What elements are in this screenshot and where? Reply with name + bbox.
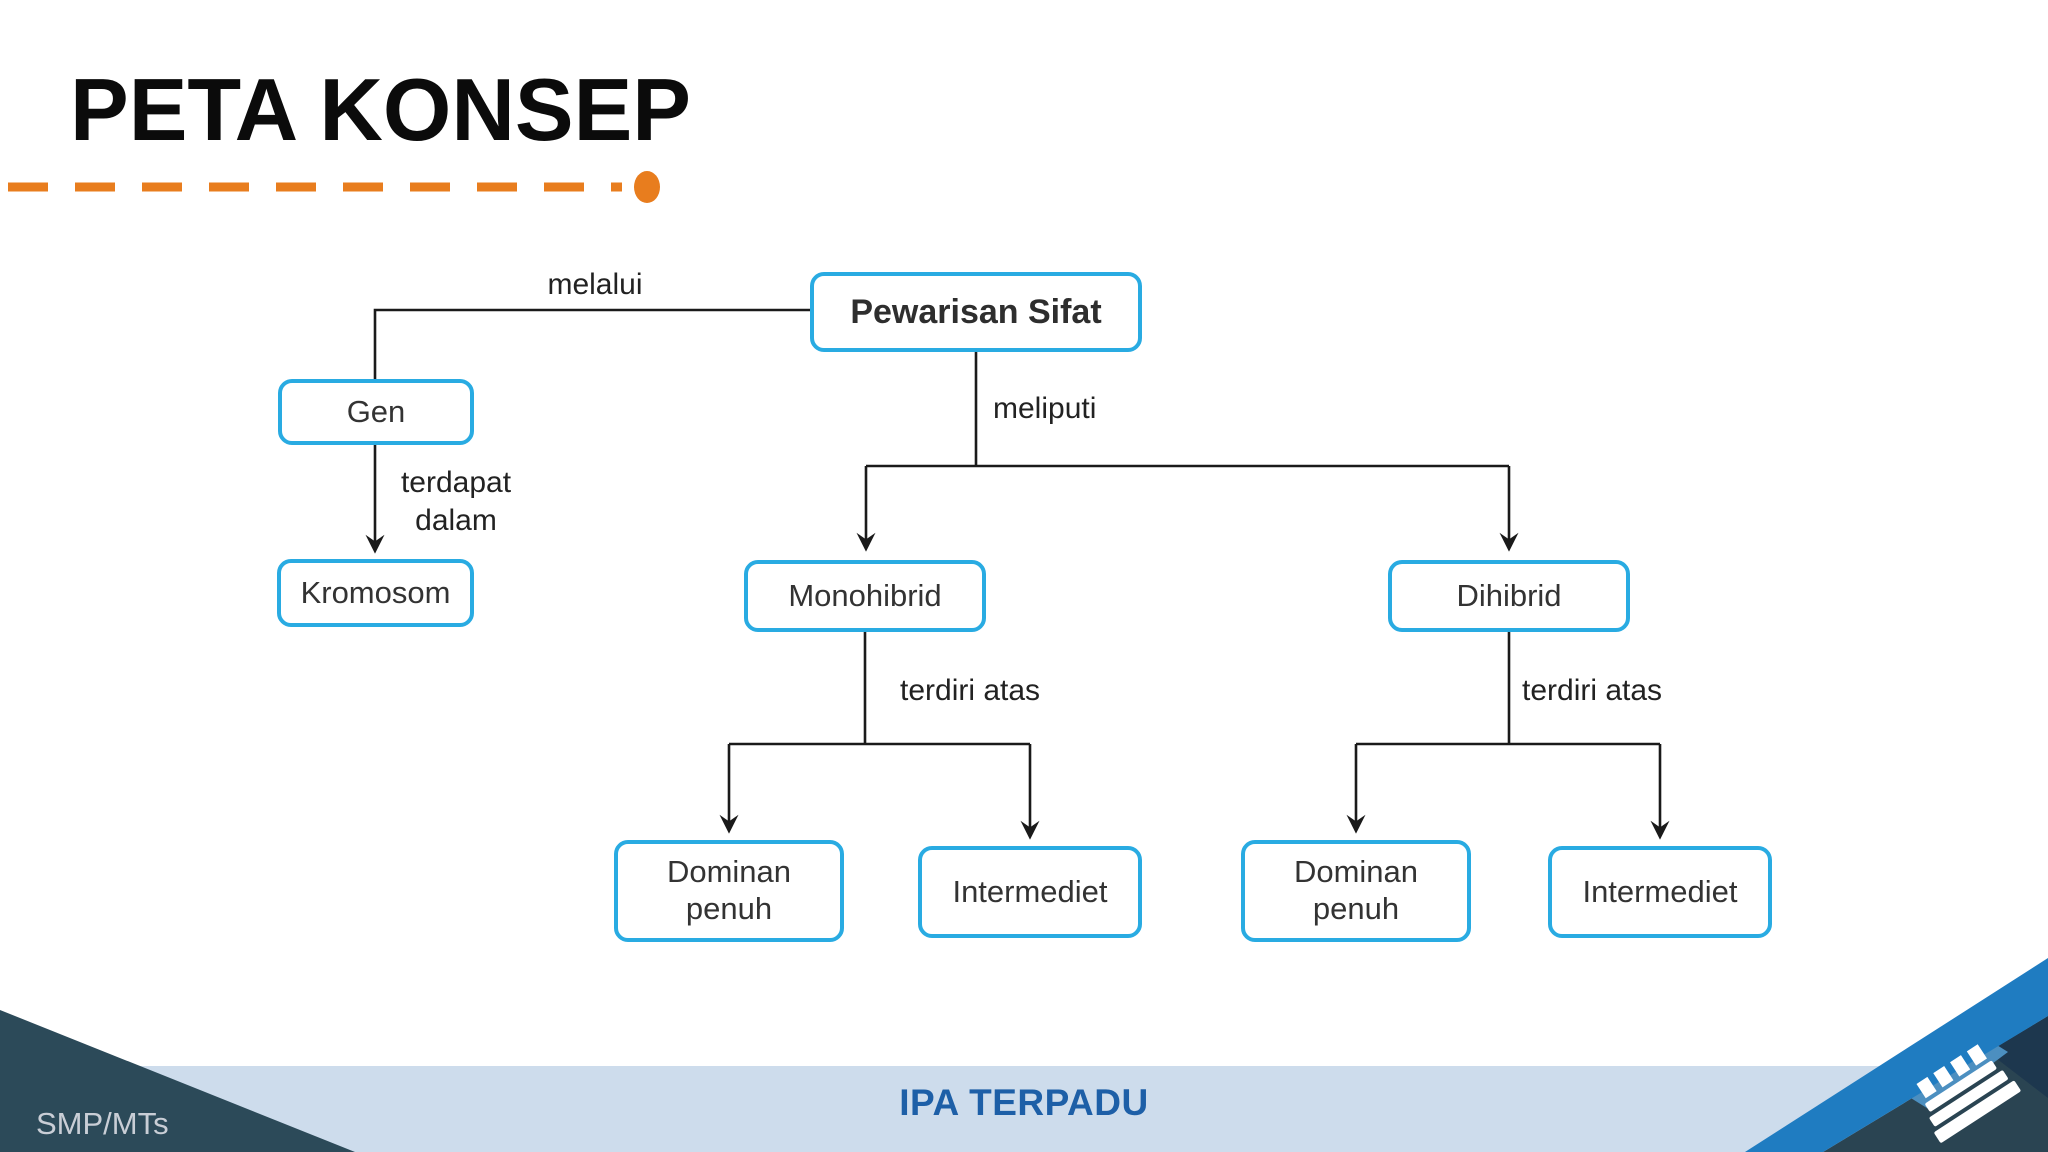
- edge-label-terdiri-atas-monohibrid: terdiri atas: [900, 674, 1041, 707]
- edge-pewarisan-gen: [373, 308, 810, 379]
- node-monohibrid: Monohibrid: [744, 560, 986, 632]
- node-intermediet-monohibrid: Intermediet: [918, 846, 1142, 938]
- node-label: Dominan penuh: [666, 854, 792, 926]
- edge-label-terdiri-atas-dihibrid: terdiri atas: [1522, 674, 1663, 707]
- node-label: Dihibrid: [1456, 577, 1562, 613]
- node-label: Kromosom: [300, 574, 451, 610]
- footer-school-level: SMP/MTs: [36, 1106, 169, 1141]
- node-intermediet-dihibrid: Intermediet: [1548, 846, 1772, 938]
- underline-dot: [634, 171, 660, 203]
- node-kromosom: Kromosom: [277, 559, 474, 627]
- edge-label-melalui: melalui: [547, 268, 643, 301]
- footer-bar: [0, 1066, 2048, 1152]
- edge-label-meliputi: meliputi: [993, 392, 1097, 425]
- node-dihibrid: Dihibrid: [1388, 560, 1630, 632]
- node-label: Intermediet: [952, 873, 1108, 909]
- corner-blue-band: [1745, 958, 2048, 1152]
- node-label: Intermediet: [1582, 873, 1738, 909]
- node-label: Dominan penuh: [1293, 854, 1419, 926]
- footer-course-title: IPA TERPADU: [899, 1082, 1149, 1123]
- node-label: Gen: [346, 393, 406, 429]
- node-dominan-penuh-dihibrid: Dominan penuh: [1241, 840, 1471, 942]
- node-label: Pewarisan Sifat: [850, 292, 1102, 331]
- node-gen: Gen: [278, 379, 474, 445]
- title-underline: [8, 171, 660, 203]
- page-title: PETA KONSEP: [70, 60, 691, 159]
- corner-wedge-left: [0, 1010, 355, 1152]
- corner-navy-accent: [1988, 1016, 2048, 1098]
- edge-label-terdapat-dalam: terdapat dalam: [400, 466, 512, 537]
- node-label: Monohibrid: [788, 577, 942, 613]
- node-pewarisan-sifat: Pewarisan Sifat: [810, 272, 1142, 352]
- publisher-logo-icon: [1916, 1044, 2021, 1143]
- node-dominan-penuh-monohibrid: Dominan penuh: [614, 840, 844, 942]
